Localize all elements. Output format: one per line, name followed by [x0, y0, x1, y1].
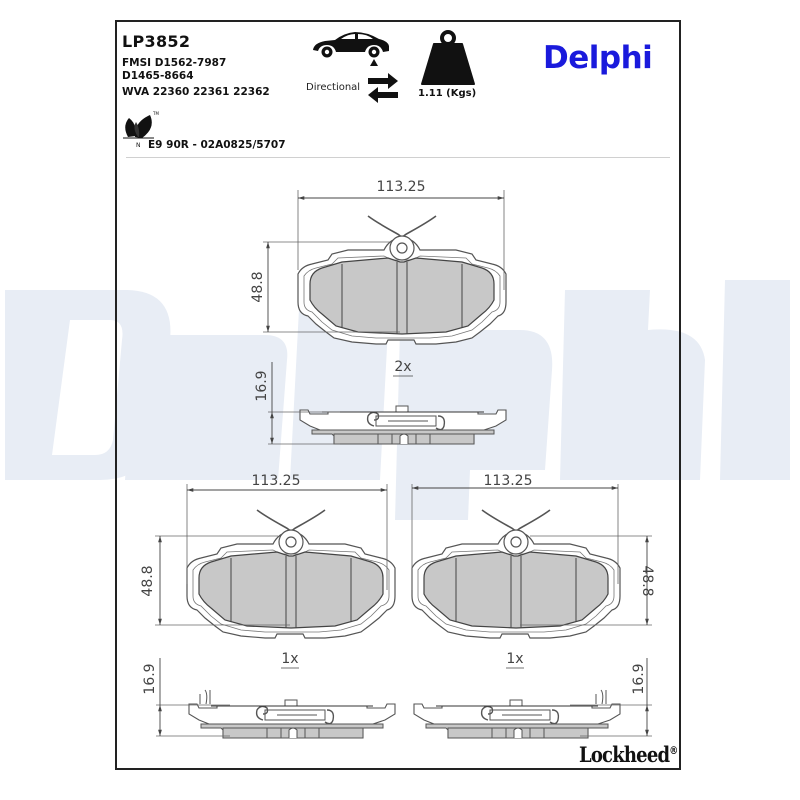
- leaf-icon: N TM: [123, 111, 159, 149]
- bottom-left-pad-front-view: 113.25 48.8: [140, 473, 396, 639]
- part-number: LP3852: [122, 32, 191, 51]
- wva-codes: WVA 22360 22361 22362: [122, 86, 270, 98]
- bottom-right-pad-profile-view: 1x 16.9: [413, 651, 652, 739]
- top-pad-thickness: 16.9: [254, 370, 270, 401]
- weight-value: 1.11 (Kgs): [418, 88, 477, 99]
- bottom-left-pad-width: 113.25: [252, 473, 301, 489]
- brand-logo: Delphi: [543, 40, 653, 76]
- top-pad-profile-view: 2x 16.9: [254, 359, 507, 445]
- bottom-left-pad-height: 48.8: [140, 565, 156, 596]
- swap-arrows-icon: [368, 73, 398, 103]
- car-rear-axle-icon: [313, 32, 389, 66]
- bottom-right-quantity: 1x: [506, 651, 523, 667]
- top-pad-height: 48.8: [250, 271, 266, 302]
- directional-label: Directional: [306, 82, 361, 93]
- registered-mark: ®: [669, 745, 678, 758]
- fmsi-code-secondary: D1465-8664: [122, 70, 194, 82]
- weight-icon: [421, 30, 475, 85]
- svg-text:N: N: [136, 142, 141, 149]
- bottom-right-pad-thickness: 16.9: [631, 663, 647, 694]
- bottom-right-pad-width: 113.25: [484, 473, 533, 489]
- header-divider: [126, 157, 670, 158]
- lockheed-name: Lockheed: [579, 743, 670, 769]
- bottom-left-pad-thickness: 16.9: [142, 663, 158, 694]
- approval-code: E9 90R - 02A0825/5707: [148, 139, 286, 151]
- lockheed-logo: Lockheed®: [579, 743, 678, 769]
- top-pad-front-view: 113.25 48.8: [250, 179, 507, 345]
- bottom-right-pad-front-view: 113.25 48.8: [411, 473, 655, 639]
- fmsi-code: FMSI D1562-7987: [122, 57, 227, 69]
- bottom-right-pad-height: 48.8: [639, 565, 655, 596]
- top-quantity: 2x: [394, 359, 411, 375]
- bottom-left-pad-profile-view: 1x 16.9: [142, 651, 396, 739]
- top-pad-width: 113.25: [377, 179, 426, 195]
- bottom-left-quantity: 1x: [281, 651, 298, 667]
- svg-text:TM: TM: [152, 111, 159, 116]
- spec-sheet-frame: [115, 20, 681, 770]
